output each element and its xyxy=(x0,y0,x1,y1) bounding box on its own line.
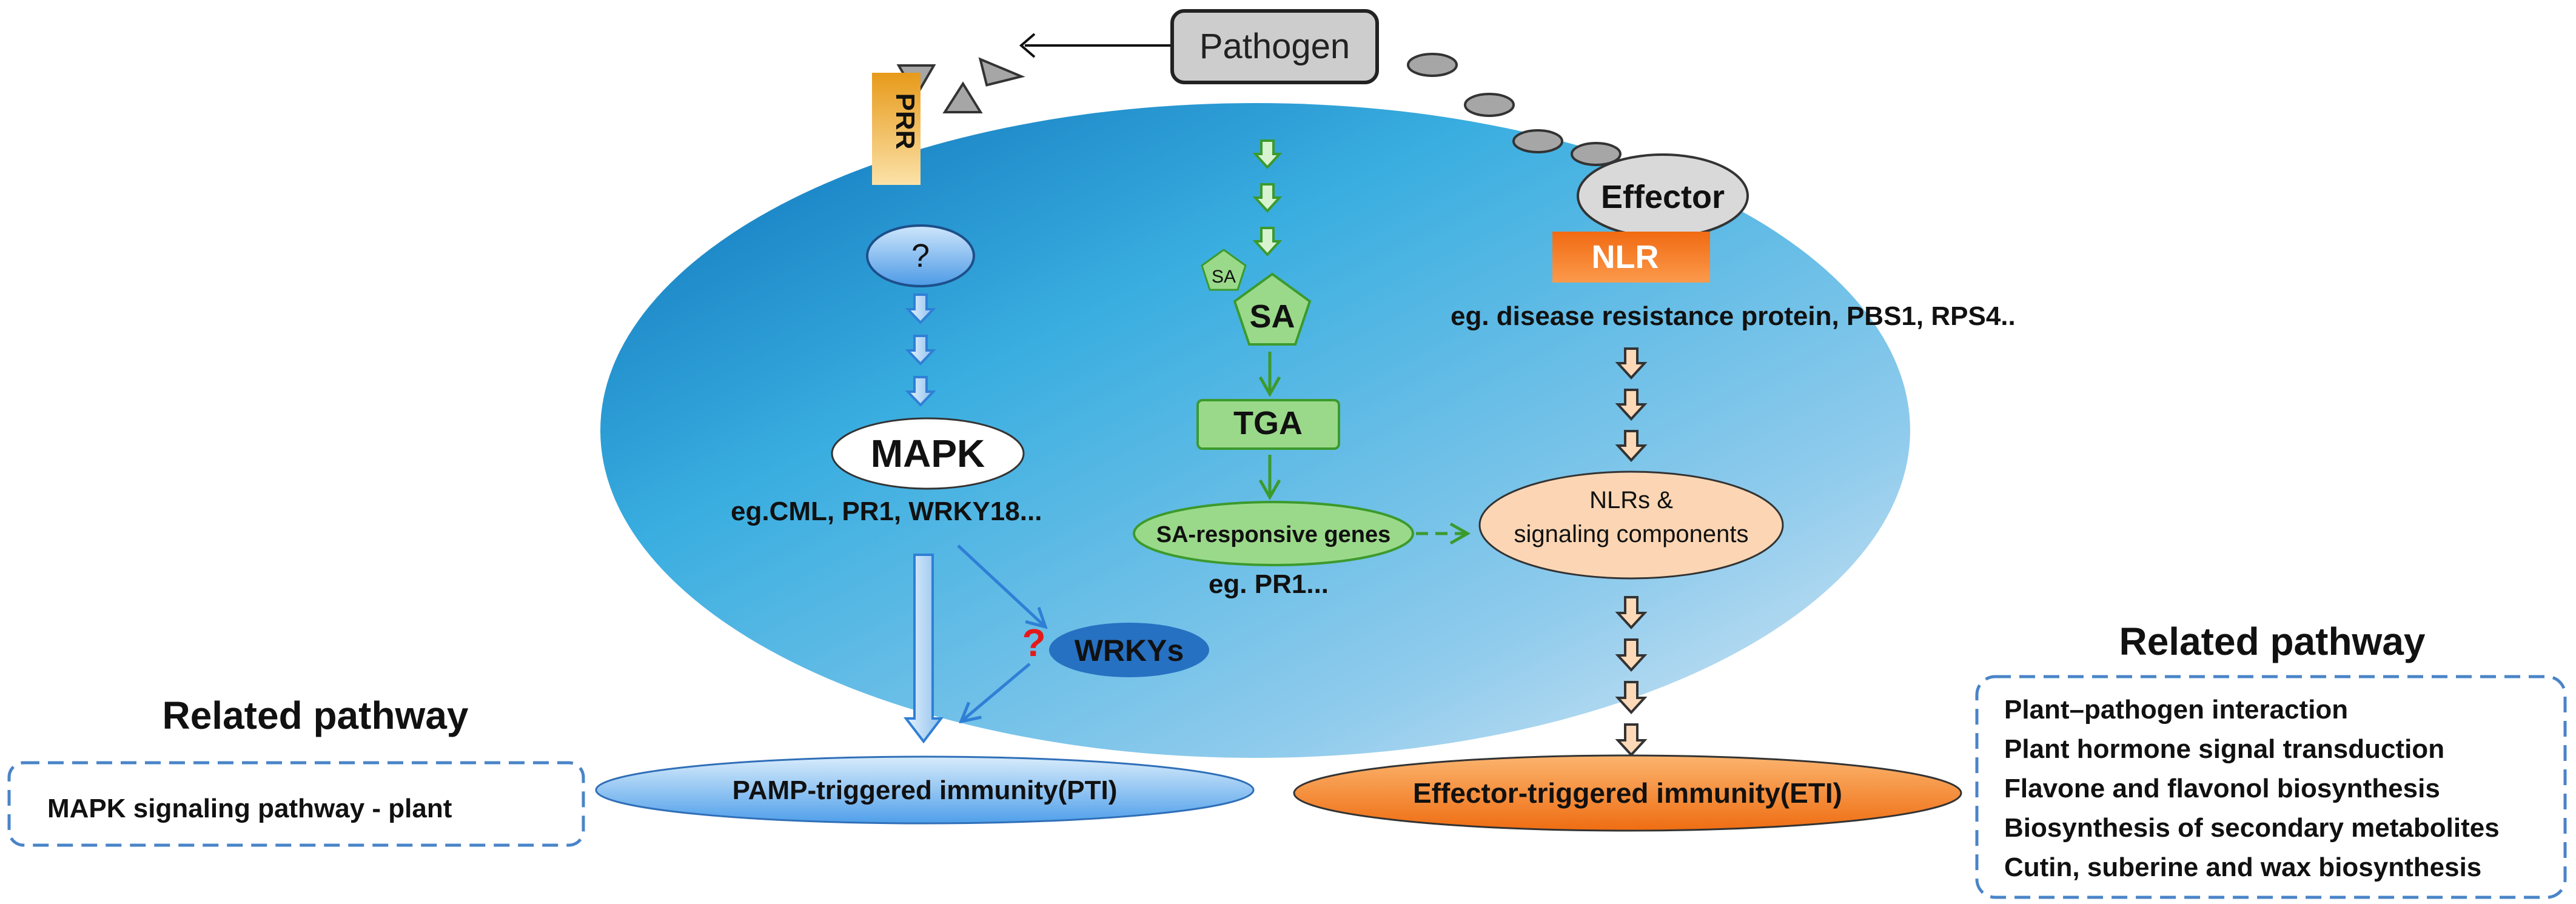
sa-small-label: SA xyxy=(1212,267,1236,287)
pti-label: PAMP-triggered immunity(PTI) xyxy=(733,775,1118,805)
right-pathway-item: Biosynthesis of secondary metabolites xyxy=(2004,813,2500,843)
nlr-node: NLR xyxy=(1552,232,1710,283)
right-pathway-box xyxy=(1975,675,2567,899)
hollow-arrows-blue-top xyxy=(905,293,936,407)
right-pathway-item: Cutin, suberine and wax biosynthesis xyxy=(2004,852,2481,882)
tga-label: TGA xyxy=(1233,405,1303,441)
pathogen-box: Pathogen xyxy=(1170,9,1379,84)
mapk-label: MAPK xyxy=(871,432,985,475)
wrky-question-mark: ? xyxy=(1022,621,1045,665)
eti-label: Effector-triggered immunity(ETI) xyxy=(1413,777,1842,809)
unknown-label: ? xyxy=(911,238,930,274)
sa-genes-examples: eg. PR1... xyxy=(1209,569,1329,599)
sa-large: SA xyxy=(1233,272,1312,346)
hollow-arrows-peach-upper xyxy=(1615,347,1648,462)
mapk-to-pti-arrow xyxy=(903,554,944,744)
prr-label: PRR xyxy=(890,93,920,150)
effector-label: Effector xyxy=(1601,179,1725,215)
sa-genes-label: SA-responsive genes xyxy=(1156,522,1390,547)
nlr-label: NLR xyxy=(1592,239,1659,275)
eti-node: Effector-triggered immunity(ETI) xyxy=(1293,754,1962,832)
mapk-examples: eg.CML, PR1, WRKY18... xyxy=(731,497,1042,526)
hollow-arrows-peach-lower xyxy=(1615,596,1648,757)
effector-molecule xyxy=(1464,93,1515,117)
tga-node: TGA xyxy=(1196,399,1340,450)
right-pathway-title: Related pathway xyxy=(2119,620,2425,663)
prr-receptor: PRR xyxy=(872,73,921,185)
mapk-to-wrky-arrow xyxy=(957,544,1045,627)
effector-molecule xyxy=(1571,142,1622,166)
effector-molecule xyxy=(1512,129,1563,153)
nlrs-components-line1: NLRs & xyxy=(1589,487,1673,514)
right-pathway-item: Plant–pathogen interaction xyxy=(2004,695,2348,725)
effector-node: Effector xyxy=(1577,153,1749,238)
mapk-node: MAPK xyxy=(831,417,1025,490)
pti-node: PAMP-triggered immunity(PTI) xyxy=(595,755,1255,825)
left-pathway-item: MAPK signaling pathway - plant xyxy=(47,794,452,823)
nlrs-components-node: NLRs & signaling components xyxy=(1478,470,1784,580)
left-pathway-title: Related pathway xyxy=(162,694,468,737)
unknown-node: ? xyxy=(866,224,975,287)
pathogen-label: Pathogen xyxy=(1199,27,1350,66)
wrky-label: WRKYs xyxy=(1075,634,1184,668)
wrky-node: WRKYs xyxy=(1049,623,1209,677)
nlrs-components-line2: signaling components xyxy=(1514,521,1749,547)
hollow-arrows-green-top xyxy=(1252,139,1283,256)
right-pathway-item: Flavone and flavonol biosynthesis xyxy=(2004,774,2440,803)
sa-genes-node: SA-responsive genes xyxy=(1133,501,1414,566)
effector-molecule xyxy=(1407,53,1458,77)
nlr-examples: eg. disease resistance protein, PBS1, RP… xyxy=(1451,301,2016,331)
pamp-triangle xyxy=(942,81,983,113)
left-pathway-box xyxy=(7,761,585,847)
pamp-triangle xyxy=(978,57,1025,87)
wrky-to-pti-arrow xyxy=(961,663,1031,722)
sa-large-label: SA xyxy=(1249,298,1295,335)
right-pathway-item: Plant hormone signal transduction xyxy=(2004,734,2444,764)
sa-small: SA xyxy=(1201,249,1247,291)
